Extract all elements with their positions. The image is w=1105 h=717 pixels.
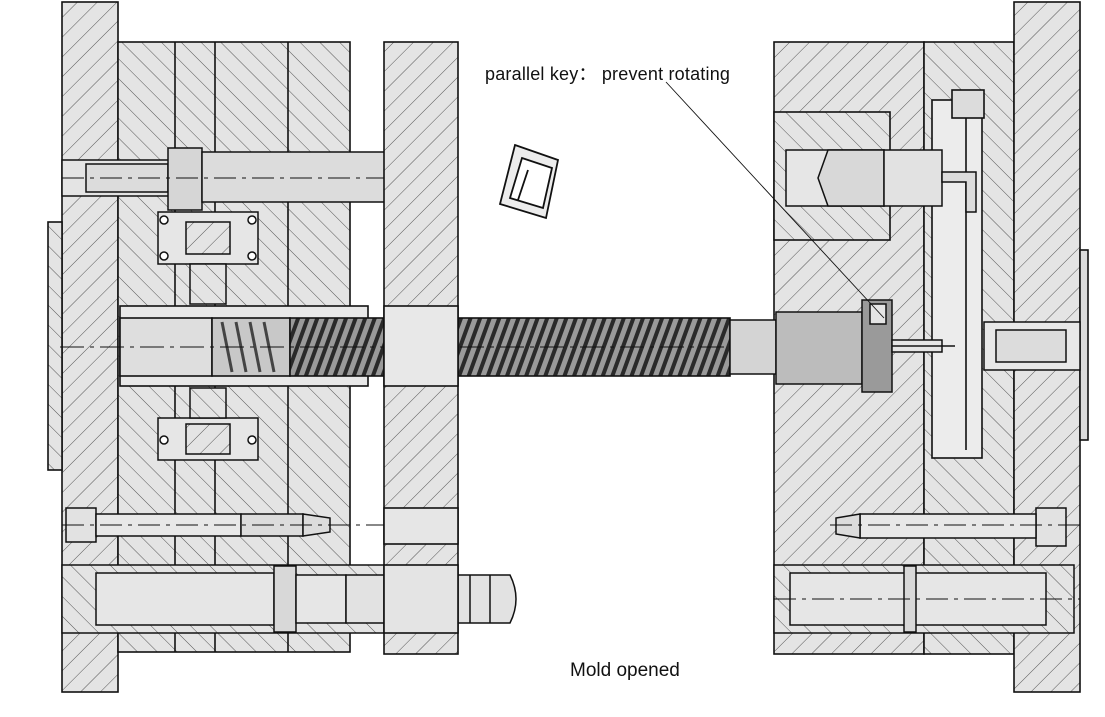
bore-top-left <box>61 147 446 211</box>
threaded-core <box>60 305 1080 387</box>
stripper-plate <box>383 41 459 655</box>
leader-line <box>665 81 885 319</box>
guide-pins-right <box>773 507 1080 634</box>
sprue-bushing <box>785 149 1081 371</box>
locating-ring-right <box>1079 249 1089 441</box>
figure-caption: Mold opened <box>570 660 680 681</box>
locating-ring-left <box>47 221 63 471</box>
ejected-part <box>498 143 560 220</box>
parallel-key-label: parallel key： prevent rotating <box>485 64 731 84</box>
gear-train <box>157 211 259 461</box>
parallel-key <box>729 299 955 393</box>
